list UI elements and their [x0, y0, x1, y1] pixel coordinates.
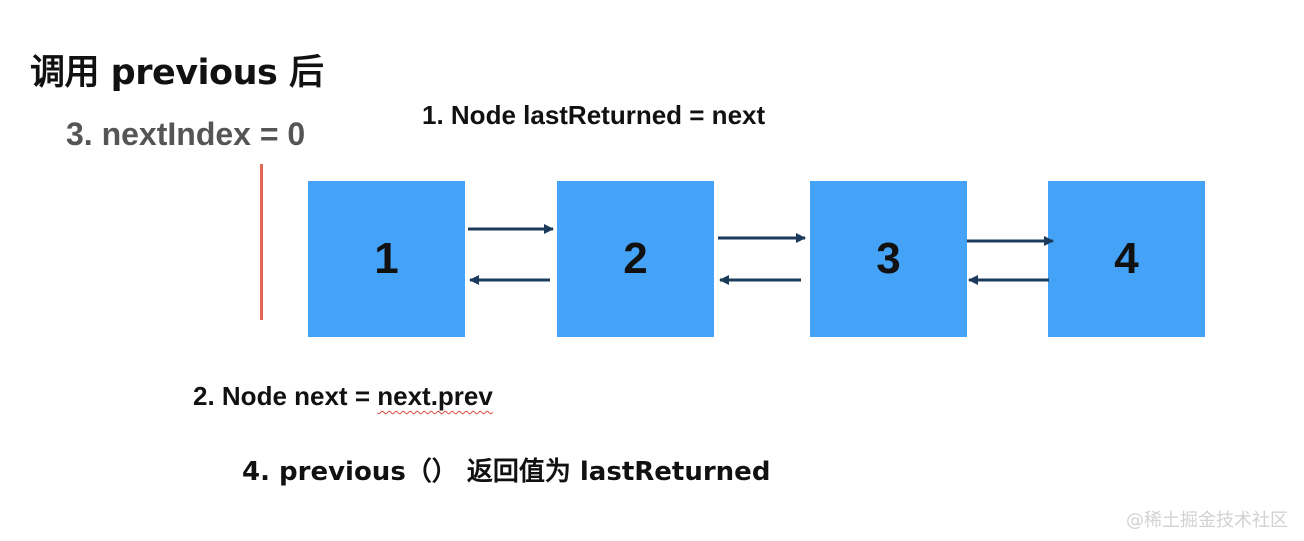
step-4-label: 4. previous（） 返回值为 lastReturned: [242, 457, 771, 487]
step-2-label: 2. Node next = next.prev: [193, 381, 493, 412]
step-3-label: 3. nextIndex = 0: [66, 116, 306, 152]
list-node-4: 4: [1048, 181, 1205, 337]
step-1-label: 1. Node lastReturned = next: [422, 100, 766, 130]
node-label: 2: [623, 234, 648, 283]
watermark: @稀土掘金技术社区: [1126, 510, 1288, 531]
node-label: 3: [876, 234, 901, 283]
list-node-3: 3: [810, 181, 967, 337]
page-title: 调用 previous 后: [30, 53, 324, 93]
node-label: 4: [1114, 234, 1139, 283]
cursor-position-line: [260, 164, 263, 320]
node-label: 1: [374, 234, 399, 283]
list-node-1: 1: [308, 181, 465, 337]
step-2-prefix: 2. Node next =: [193, 381, 378, 411]
step-2-expression: next.prev: [377, 381, 493, 411]
list-node-2: 2: [557, 181, 714, 337]
